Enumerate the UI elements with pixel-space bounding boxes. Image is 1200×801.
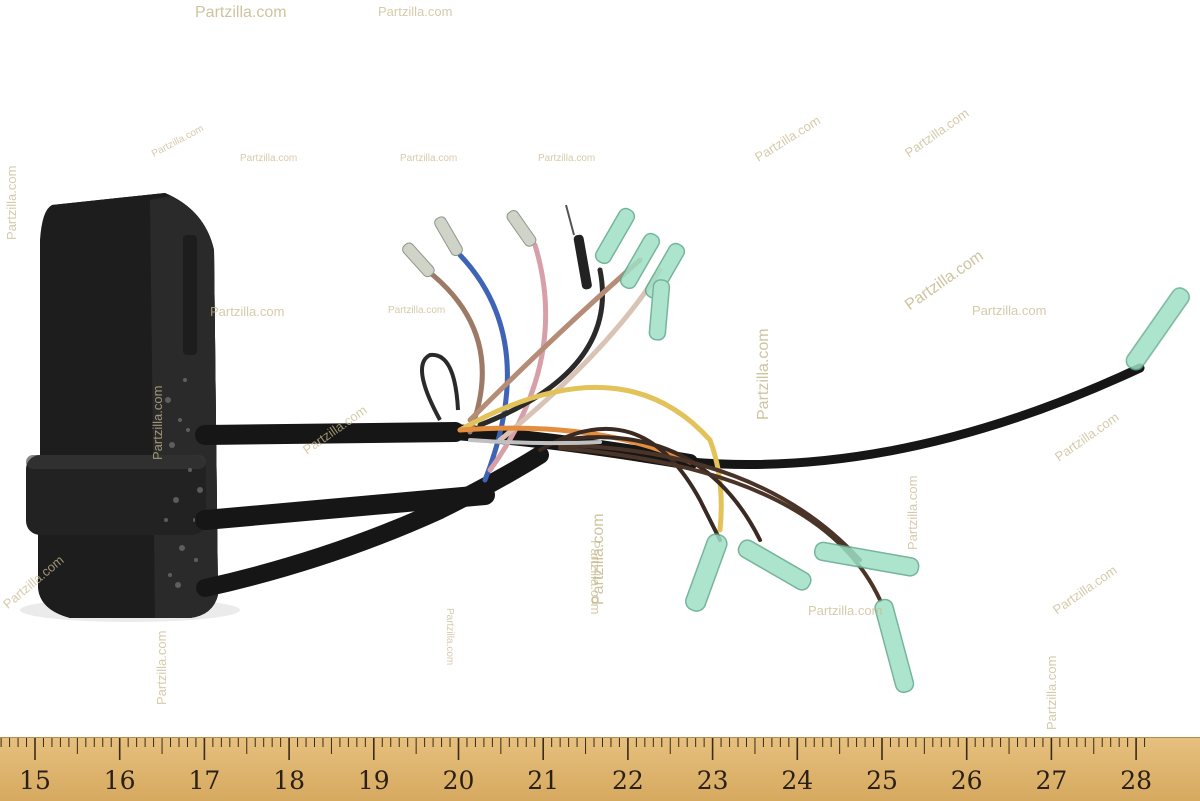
ruler-number: 16: [103, 766, 136, 795]
ruler-number: 17: [188, 766, 221, 795]
watermark-text: Partzilla.com: [1044, 655, 1059, 730]
watermark-text: Partzilla.com: [400, 153, 458, 164]
watermark-text: Partzilla.com: [150, 385, 165, 460]
ruler-ticks: [0, 738, 1146, 760]
watermark-text: Partzilla.com: [972, 303, 1047, 318]
watermark-text: Partzilla.com: [444, 608, 455, 666]
black-cable-bundle: [195, 363, 1145, 597]
ruler-number: 21: [527, 766, 560, 795]
ruler-number: 28: [1120, 766, 1152, 795]
colored-wires: [417, 242, 882, 602]
ruler-number: 27: [1035, 766, 1068, 795]
watermark-text: Partzilla.com: [378, 4, 453, 19]
ruler-number: 22: [611, 766, 644, 795]
watermark-text: Partzilla.com: [388, 305, 446, 316]
cdi-module: [26, 193, 218, 618]
watermark-text: Partzilla.com: [538, 153, 596, 164]
watermark-text: Partzilla.com: [210, 304, 285, 319]
ruler-number: 26: [950, 766, 983, 795]
watermark-text: Partzilla.com: [240, 153, 298, 164]
ruler-number: 20: [442, 766, 475, 795]
watermark-text: Partzilla.com: [154, 630, 169, 705]
bullet-connectors: [402, 204, 1190, 694]
measuring-ruler: 15 16 17 18 19 20 21 22 23 24 25 26 27 28: [0, 737, 1200, 801]
ruler-number: 25: [866, 766, 898, 795]
watermark-text: Partzilla.com: [808, 603, 883, 618]
ruler-number: 24: [781, 766, 814, 795]
ruler-number: 15: [19, 766, 51, 795]
watermark-text: Partzilla.com: [905, 475, 920, 550]
wire-loop: [420, 352, 460, 421]
watermark-text: Partzilla.com: [755, 328, 772, 420]
ruler-number: 23: [696, 766, 729, 795]
ruler-number: 19: [357, 766, 390, 795]
watermark-text: Partzilla.com: [590, 513, 607, 605]
ruler-number: 18: [273, 766, 305, 795]
watermark-text: Partzilla.com: [195, 4, 287, 21]
watermark-text: Partzilla.com: [4, 165, 19, 240]
